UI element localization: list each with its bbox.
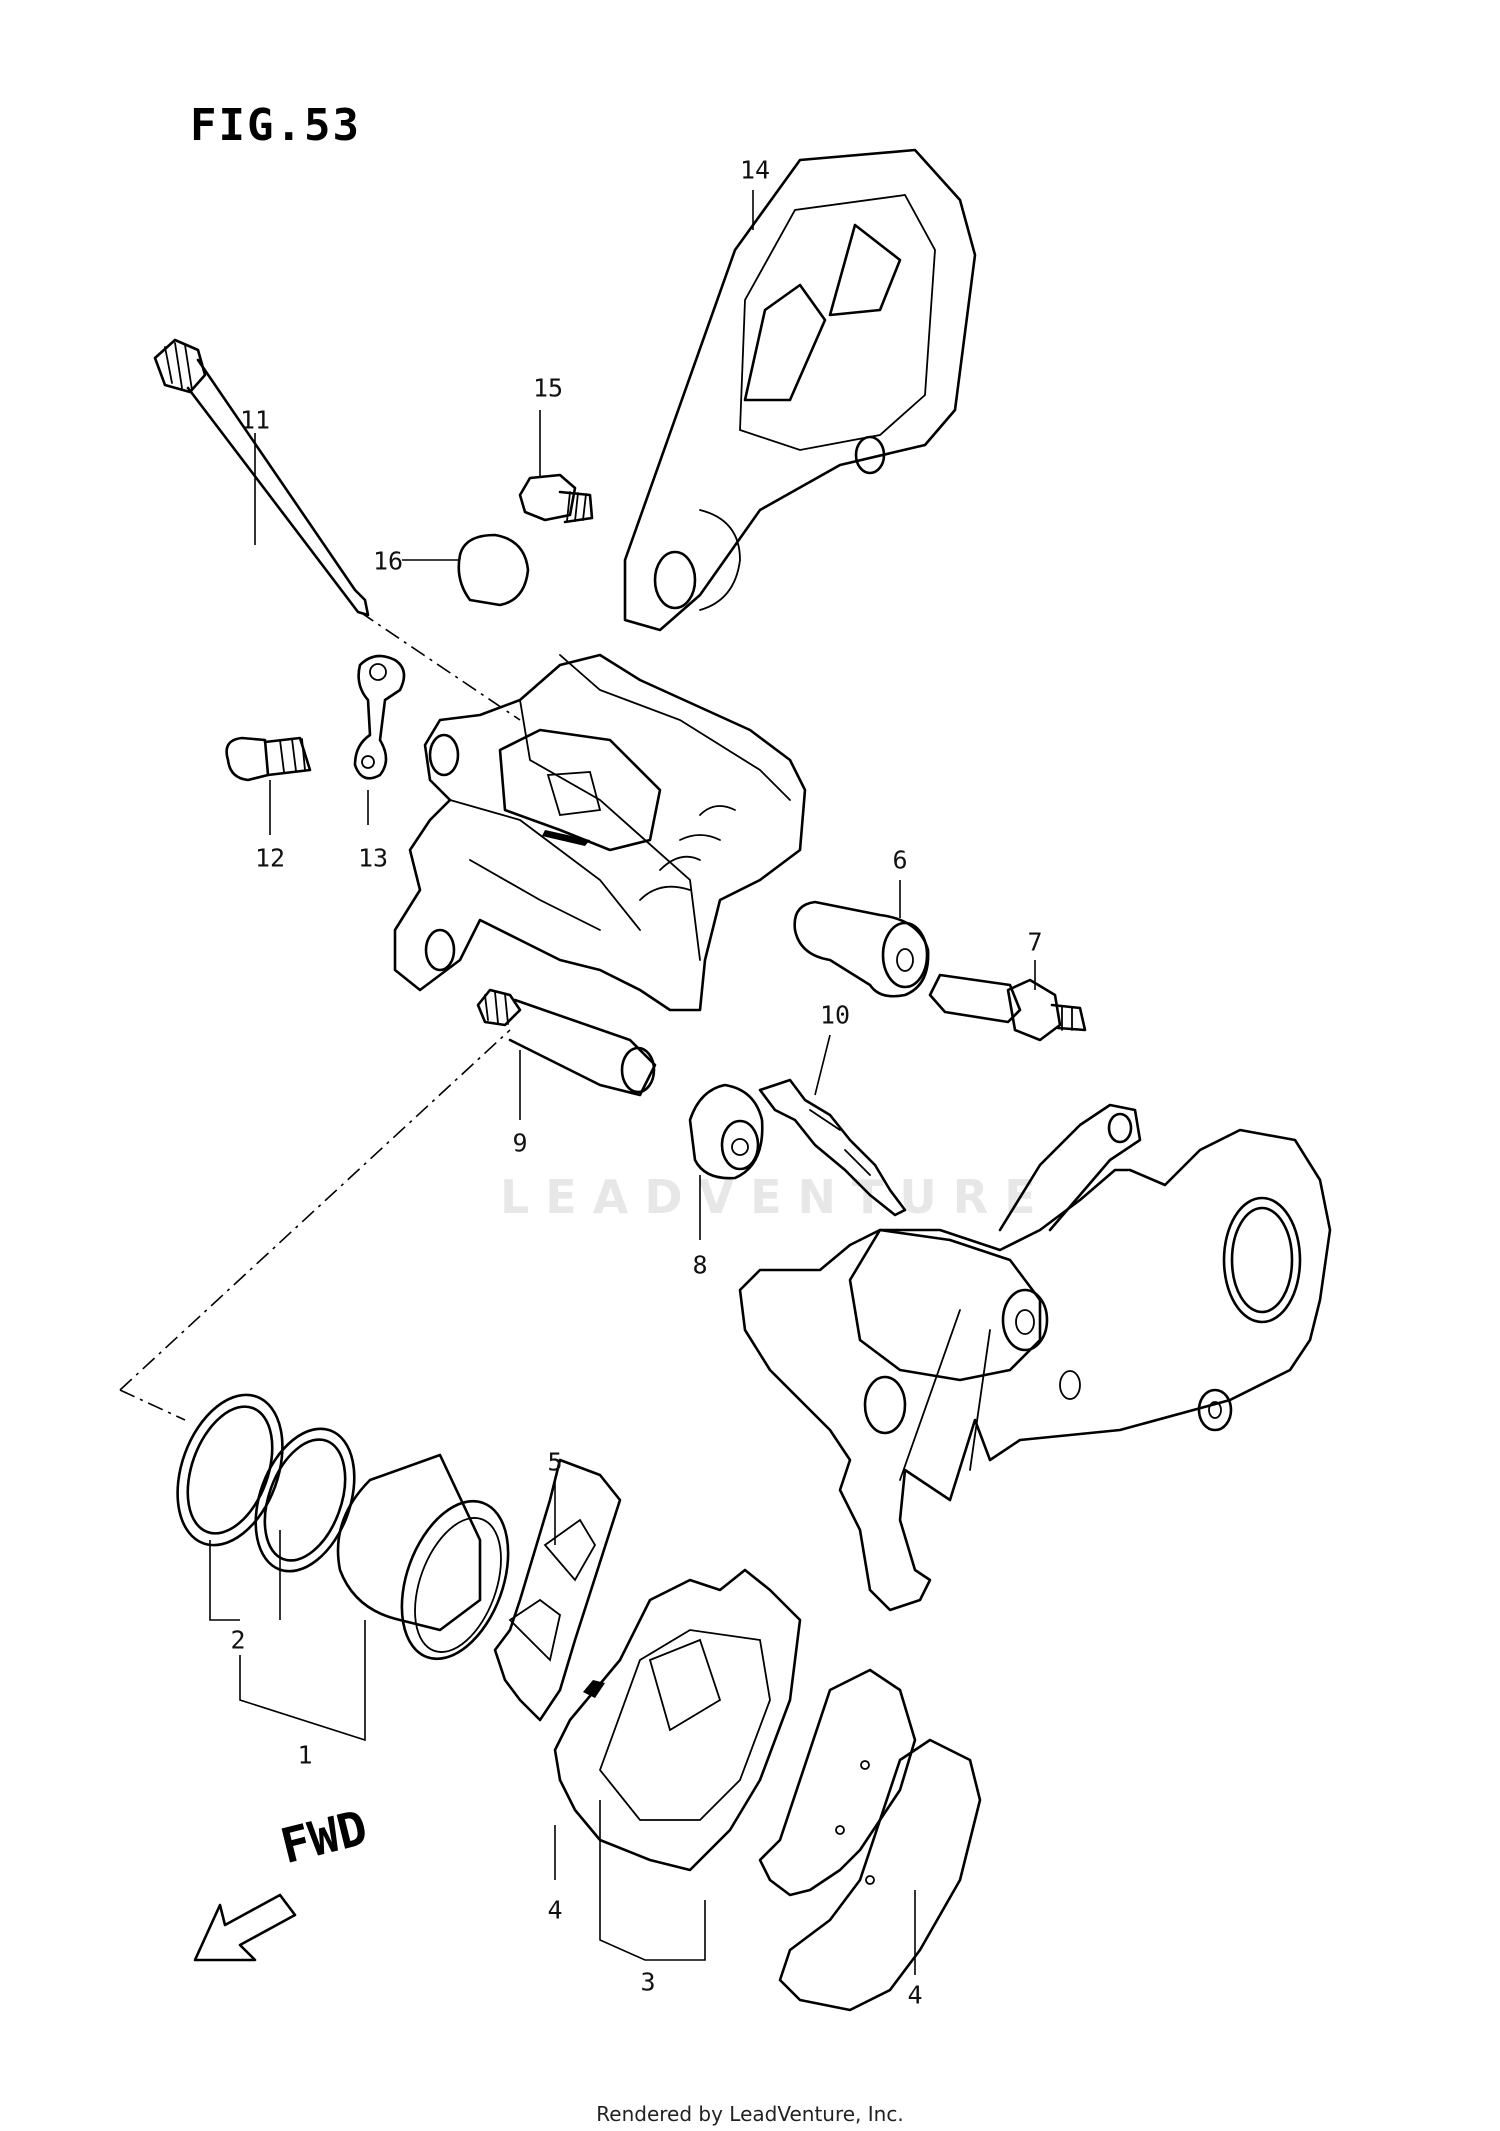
callout-15: 15 bbox=[532, 373, 564, 403]
callout-4-left: 4 bbox=[547, 1895, 563, 1925]
part-4-pad-left bbox=[553, 1568, 802, 1872]
callout-8: 8 bbox=[692, 1250, 708, 1280]
figure-title: FIG.53 bbox=[190, 100, 361, 151]
fwd-arrow-icon bbox=[193, 1893, 297, 1962]
caliper-bracket-arm bbox=[738, 1103, 1332, 1612]
piston bbox=[336, 1453, 510, 1661]
part-14-bracket bbox=[623, 148, 977, 632]
callout-3: 3 bbox=[640, 1967, 656, 1997]
part-4-pad-right bbox=[758, 1668, 982, 2012]
part-5-shim bbox=[493, 1458, 622, 1722]
part-10-spring bbox=[758, 1078, 907, 1217]
part-12-bleeder bbox=[225, 736, 312, 782]
watermark: LEADVENTURE bbox=[500, 1170, 1052, 1224]
part-8-boot bbox=[688, 1083, 764, 1180]
part-15-bolt bbox=[518, 473, 594, 524]
callout-5: 5 bbox=[547, 1447, 563, 1477]
callout-9: 9 bbox=[512, 1128, 528, 1158]
part-7-bolt bbox=[928, 973, 1087, 1042]
callout-11: 11 bbox=[239, 405, 271, 435]
callout-7: 7 bbox=[1027, 927, 1043, 957]
callout-4-right: 4 bbox=[907, 1980, 923, 2010]
callout-12: 12 bbox=[254, 843, 286, 873]
callout-2: 2 bbox=[230, 1625, 246, 1655]
caliper-body bbox=[393, 653, 807, 1012]
callout-1: 1 bbox=[297, 1740, 313, 1770]
callout-14: 14 bbox=[739, 155, 771, 185]
part-9-sleeve bbox=[476, 988, 657, 1097]
callout-leaders bbox=[209, 190, 1036, 1975]
callout-10: 10 bbox=[819, 1000, 851, 1030]
callout-13: 13 bbox=[357, 843, 389, 873]
callout-6: 6 bbox=[892, 845, 908, 875]
footer-credit: Rendered by LeadVenture, Inc. bbox=[596, 2102, 904, 2126]
part-11-pin bbox=[153, 338, 370, 617]
part-6-pin bbox=[793, 900, 930, 998]
part-16-cap bbox=[457, 533, 530, 607]
callout-16: 16 bbox=[372, 546, 404, 576]
assembly-lines bbox=[119, 611, 521, 1421]
part-2-seals bbox=[176, 1393, 356, 1573]
part-13-clip bbox=[353, 654, 406, 780]
